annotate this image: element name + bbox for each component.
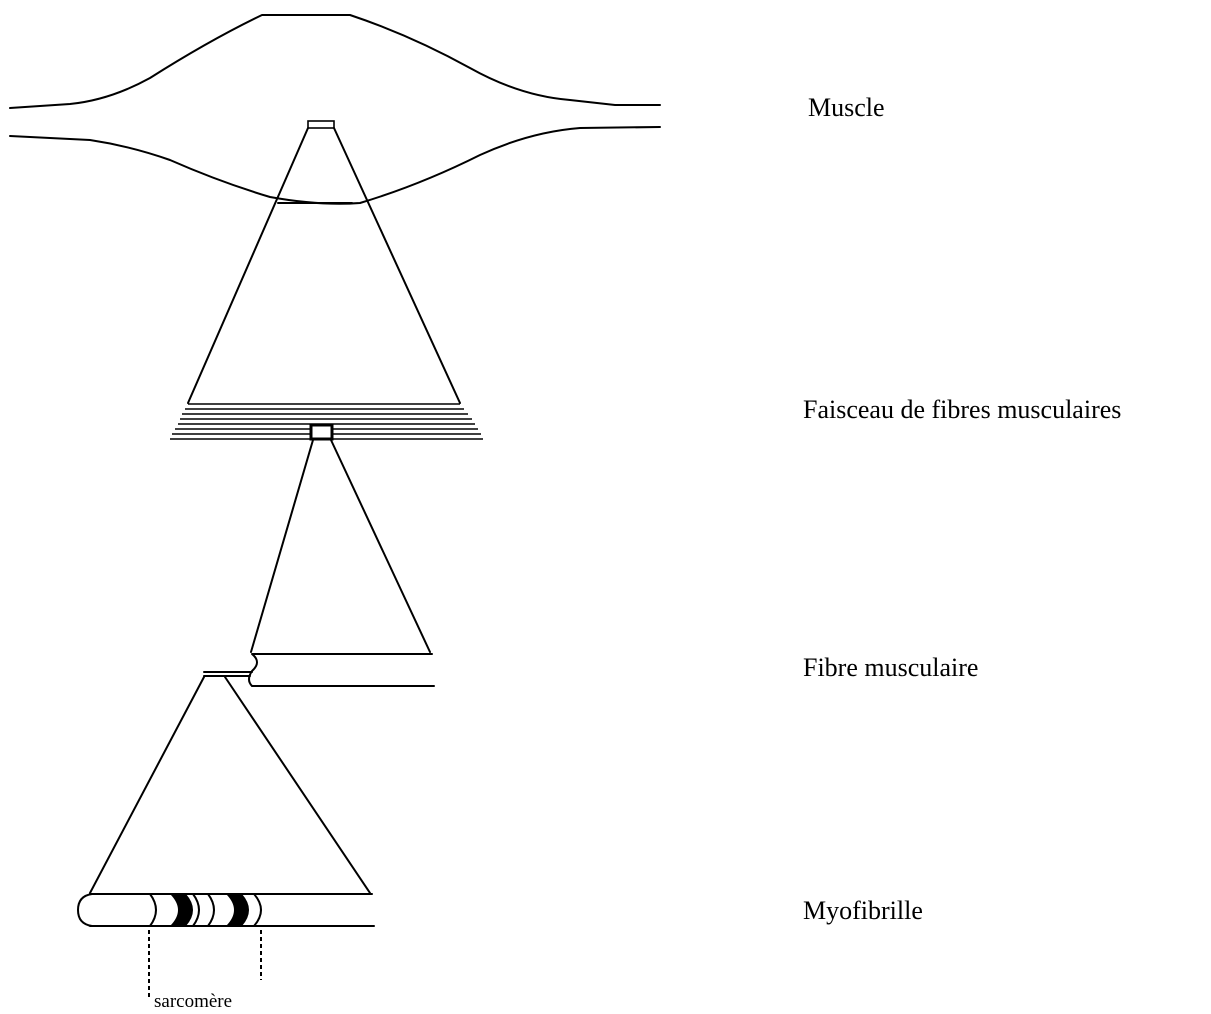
fiber-label: Fibre musculaire xyxy=(803,653,979,682)
zoom-cone-3 xyxy=(89,676,371,894)
z-disc-arc xyxy=(192,893,200,927)
muscle-sample-box xyxy=(307,120,335,129)
cone-1-left-edge xyxy=(187,127,309,404)
myofibril-label: Myofibrille xyxy=(803,896,923,925)
zoom-cone-1 xyxy=(187,127,461,404)
myofibril-shape xyxy=(77,893,375,927)
a-band-dark xyxy=(226,894,249,926)
cone-3-left-edge xyxy=(89,676,205,894)
sarcomere-markers xyxy=(148,930,262,1000)
z-disc-arc xyxy=(207,893,215,927)
fascicle-label: Faisceau de fibres musculaires xyxy=(803,395,1122,424)
fiber-outline xyxy=(248,653,435,687)
muscle-upper-outline xyxy=(9,14,661,109)
z-disc-arc xyxy=(149,893,157,927)
z-disc-arc xyxy=(253,893,262,927)
muscle-shape xyxy=(9,14,661,205)
muscle-label: Muscle xyxy=(808,93,885,122)
cone-2-left-edge xyxy=(250,439,314,653)
a-band-dark xyxy=(170,894,193,926)
fascicle-shape xyxy=(170,403,483,441)
sarcomere-label: sarcomère xyxy=(154,991,233,1012)
muscle-lower-outline xyxy=(9,126,661,205)
fascicle-sample-box xyxy=(309,423,334,441)
cone-1-right-edge xyxy=(333,127,461,404)
cone-3-right-edge xyxy=(224,676,371,894)
myofibril-end-cap xyxy=(77,893,93,927)
zoom-cone-2 xyxy=(250,439,431,653)
cone-2-right-edge xyxy=(330,439,431,653)
muscle-fiber-shape xyxy=(203,653,435,687)
